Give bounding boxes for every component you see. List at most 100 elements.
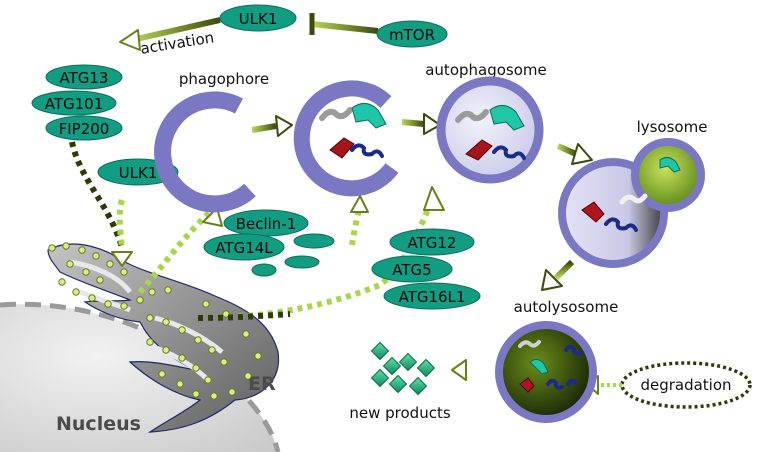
- cargo-red-protein-icon: [581, 201, 605, 223]
- cargo-teal-protein-icon: [659, 156, 681, 173]
- cargo-blue-protein-icon: [566, 378, 578, 386]
- mtor-label: mTOR: [389, 26, 435, 44]
- phagophore: phagophore: [154, 70, 269, 213]
- er-ribosome-dot: [62, 242, 70, 250]
- atg16l1-label: ATG16L1: [399, 288, 466, 306]
- cargo-teal-protein-icon: [351, 103, 387, 129]
- er-ribosome-dot: [72, 288, 80, 296]
- activation-arrow: [119, 17, 221, 51]
- nucleus-label: Nucleus: [56, 413, 141, 435]
- cargo-gray-protein-icon: [518, 340, 541, 348]
- new-products: new products: [349, 341, 451, 422]
- cargo-red-protein-icon: [519, 377, 535, 393]
- autophagosome: autophagosome: [425, 61, 547, 184]
- cargo-group-autophagosome: [455, 105, 526, 161]
- degradation-label: degradation: [640, 376, 731, 394]
- er-ribosome-dot: [192, 364, 200, 372]
- er-ribosome-dot: [48, 244, 56, 252]
- green-diamond-products-icon: [370, 341, 436, 396]
- phagophore-label: phagophore: [179, 70, 269, 88]
- cargo-blue-protein-icon: [564, 344, 582, 356]
- er-ribosome-dot: [220, 358, 228, 366]
- er-ribosome-dot: [202, 300, 210, 308]
- er-ribosome-dot: [242, 330, 250, 338]
- er-ribosome-dot: [162, 346, 170, 354]
- arrow-to-autophagosome: [401, 113, 441, 135]
- er-ribosome-dot: [176, 380, 184, 388]
- protein-atg5: ATG5: [371, 255, 453, 283]
- beclin1-label: Beclin-1: [236, 215, 297, 233]
- atg13-label: ATG13: [60, 69, 109, 87]
- arrowhead-to-beclin: [202, 207, 223, 227]
- protein-atg13: ATG13: [45, 64, 123, 90]
- er-ribosome-dot: [78, 246, 86, 254]
- er-ribosome-dot: [158, 370, 166, 378]
- er-ribosome-dot: [210, 392, 218, 400]
- er-ribosome-dot: [106, 260, 114, 268]
- protein-atg14l: ATG14L: [203, 233, 285, 261]
- cargo-gray-protein-icon: [319, 107, 353, 121]
- lysosome-label: lysosome: [637, 118, 708, 136]
- protein-atg12: ATG12: [389, 228, 475, 256]
- cargo-gray-protein-icon: [455, 109, 489, 123]
- arrow-phagophore-to-closing: [251, 115, 293, 137]
- atg14l-label: ATG14L: [215, 239, 273, 257]
- protein-ulk1-top: ULK1: [219, 4, 297, 32]
- protein-beclin1: Beclin-1: [223, 209, 309, 237]
- er-ribosome-dot: [192, 390, 200, 398]
- er-ribosome-dot: [146, 314, 154, 322]
- er-ribosome-dot: [244, 372, 252, 380]
- er-ribosome-dot: [120, 268, 128, 276]
- arrowhead-to-er: [111, 251, 133, 267]
- er-ribosome-dot: [104, 300, 112, 308]
- er-ribosome-dot: [92, 252, 100, 260]
- cargo-group-fusion: [581, 156, 681, 232]
- er-ribosome-dot: [178, 326, 186, 334]
- lysosome-fusion: lysosome: [558, 118, 708, 268]
- cargo-blue-protein-icon: [492, 145, 526, 160]
- er-ribosome-dot: [228, 388, 236, 396]
- small-protein-blobs: [251, 233, 335, 277]
- cargo-blue-protein-icon: [604, 217, 638, 232]
- cargo-red-protein-icon: [465, 139, 493, 161]
- protein-atg16l1: ATG16L1: [383, 282, 481, 310]
- er-label: ER: [248, 373, 276, 395]
- cargo-group-autolysosome: [518, 340, 582, 393]
- autophagosome-label: autophagosome: [425, 61, 547, 79]
- er-ribosome-dot: [96, 276, 104, 284]
- arrow-to-lysosome-fusion: [556, 143, 593, 165]
- er-ribosome-dot: [88, 294, 96, 302]
- mtor-inhibits-ulk1-arrow: [309, 13, 379, 35]
- cargo-teal-protein-icon: [489, 105, 525, 131]
- er-ribosome-dot: [146, 338, 154, 346]
- cargo-red-protein-icon: [329, 137, 355, 159]
- er-ribosome-dots: [48, 242, 262, 400]
- er-ribosome-dot: [194, 336, 202, 344]
- ulk1-top-label: ULK1: [239, 10, 278, 28]
- pathway-arrows: [119, 13, 593, 381]
- protein-atg101: ATG101: [31, 90, 117, 116]
- endoplasmic-reticulum: ER: [47, 243, 280, 433]
- ulk1-mid-label: ULK1: [119, 164, 158, 182]
- protein-mtor: mTOR: [376, 20, 448, 48]
- autolysosome: autolysosome: [495, 298, 619, 423]
- protein-fip200: FIP200: [45, 115, 123, 141]
- atg101-label: ATG101: [45, 95, 104, 113]
- er-ribosome-dot: [222, 310, 230, 318]
- atg12-label: ATG12: [408, 234, 457, 252]
- atg5-label: ATG5: [392, 261, 431, 279]
- closing-phagophore: [293, 80, 399, 197]
- er-ribosome-dot: [254, 352, 262, 360]
- er-ribosome-dot: [178, 354, 186, 362]
- er-ribosome-dot: [162, 318, 170, 326]
- er-ribosome-dot: [148, 288, 156, 296]
- arrowhead-to-autophagosome: [423, 186, 445, 211]
- arrow-to-autolysosome: [541, 259, 575, 291]
- autolysosome-label: autolysosome: [514, 298, 619, 316]
- cargo-gray-protein-icon: [619, 193, 648, 205]
- er-ribosome-dot: [58, 278, 66, 286]
- er-ribosome-dot: [82, 268, 90, 276]
- er-ribosome-dot: [204, 376, 212, 384]
- arrowhead-to-phagophore-stage: [350, 195, 369, 213]
